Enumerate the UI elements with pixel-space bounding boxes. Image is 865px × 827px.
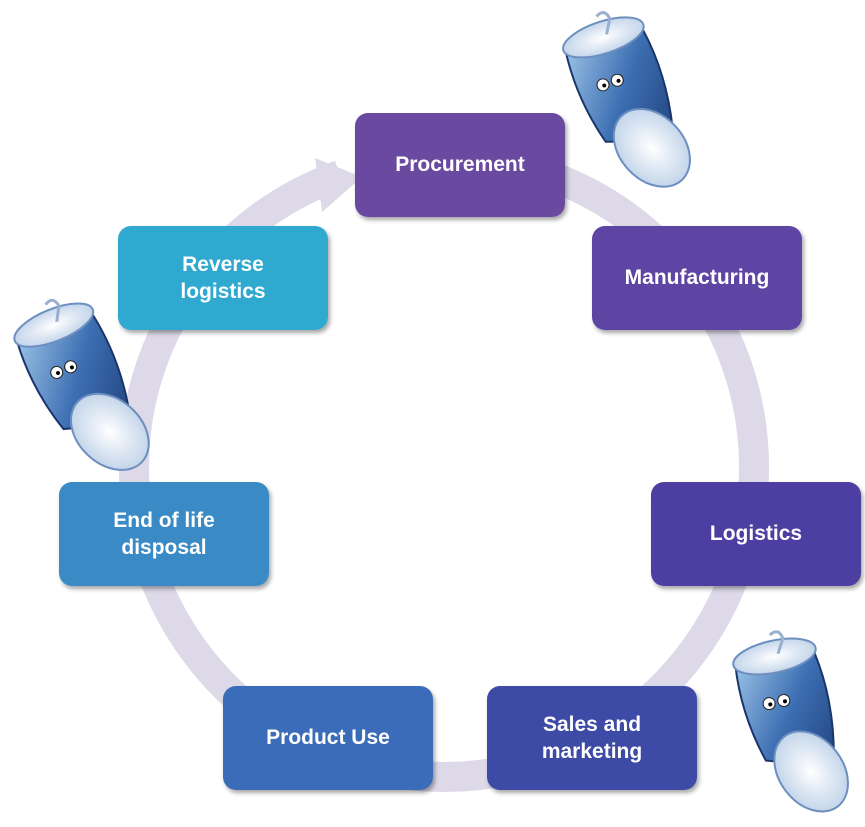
stage-reverse-logistics: Reverse logistics [118,226,328,330]
cycle-arrow-head [315,158,362,212]
crushed-can-icon [13,298,150,471]
stage-sales-and-marketing: Sales and marketing [487,686,697,790]
stage-logistics: Logistics [651,482,861,586]
stage-procurement: Procurement [355,113,565,217]
stage-product-use: Product Use [223,686,433,790]
crushed-can-icon [732,630,849,813]
stage-end-of-life-disposal: End of life disposal [59,482,269,586]
cycle-arc [119,160,769,792]
stage-manufacturing: Manufacturing [592,226,802,330]
crushed-can-icon [562,11,691,188]
